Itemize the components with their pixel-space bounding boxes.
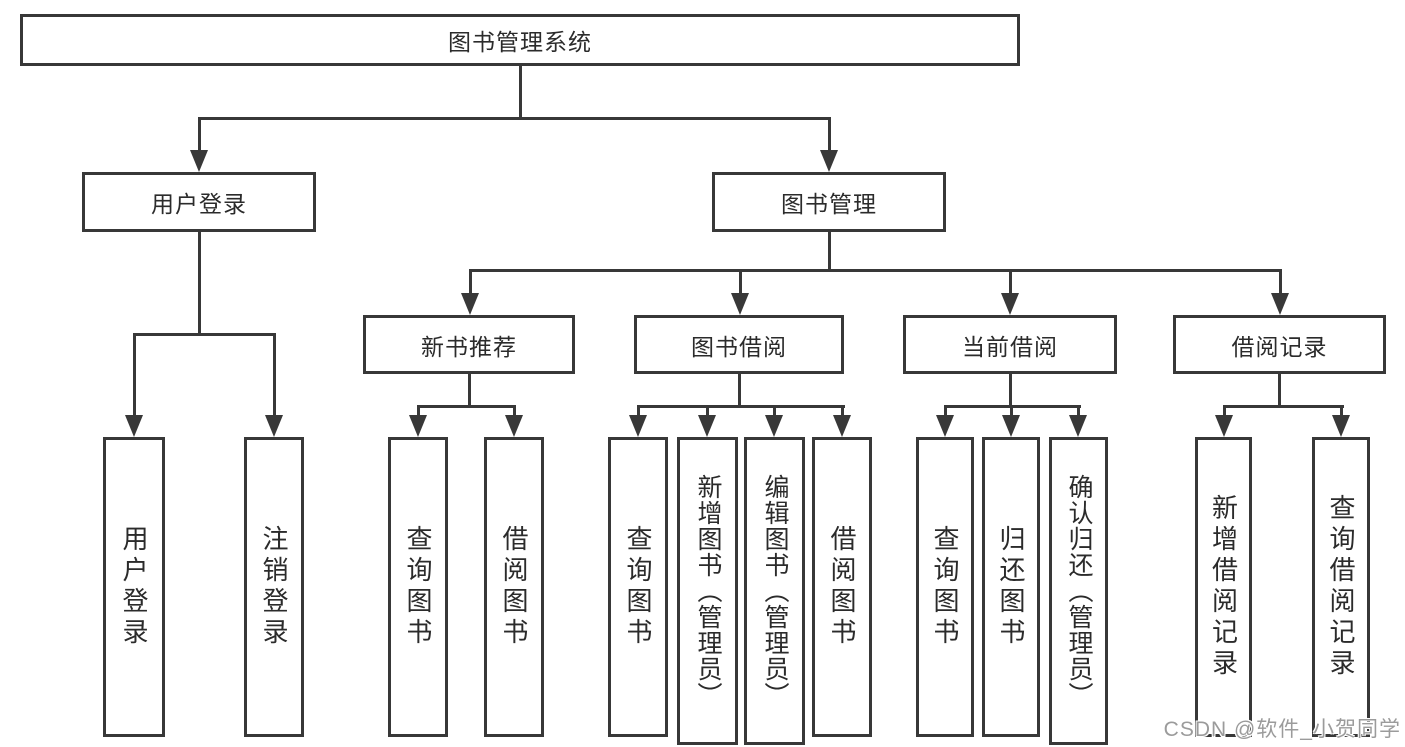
connector-drop [417, 405, 420, 417]
connector-drop [1340, 405, 1343, 417]
arrow-down-icon [698, 415, 716, 437]
leaf-borrow-edit-books-admin: 编辑图书（管理员） [744, 437, 805, 745]
leaf-borrow-borrow-books: 借阅图书 [812, 437, 872, 737]
connector-root-rail [198, 117, 831, 120]
connector-drop [944, 405, 947, 417]
leaf-current-confirm-return-admin: 确认归还（管理员） [1049, 437, 1108, 745]
node-new-book-label: 新书推荐 [421, 333, 517, 360]
connector-drop [706, 405, 709, 417]
connector-drop-leaf-user-login [133, 333, 136, 417]
connector-current-borrow-stem [1009, 374, 1012, 407]
arrow-down-icon [1002, 415, 1020, 437]
watermark: CSDN @软件_小贺同学 [1163, 718, 1401, 741]
connector-book-mgmt-stem [828, 232, 831, 271]
leaf-current-return-books: 归还图书 [982, 437, 1040, 737]
arrow-down-icon [190, 150, 208, 172]
arrow-down-icon [1215, 415, 1233, 437]
node-root: 图书管理系统 [20, 14, 1020, 66]
arrow-down-icon [461, 293, 479, 315]
leaf-user-login-label: 用户登录 [119, 525, 149, 649]
connector-drop-book-borrow [739, 269, 742, 295]
arrow-down-icon [936, 415, 954, 437]
node-user-login-label: 用户登录 [151, 191, 247, 217]
node-book-management-label: 图书管理 [781, 191, 877, 217]
connector-new-book-stem [468, 374, 471, 407]
leaf-newbook-borrow-books-label: 借阅图书 [499, 525, 529, 649]
leaf-borrow-query-books-label: 查询图书 [623, 525, 653, 649]
node-book-borrow-label: 图书借阅 [691, 333, 787, 360]
connector-drop [1010, 405, 1013, 417]
leaf-current-confirm-return-admin-label: 确认归还（管理员） [1065, 474, 1093, 708]
arrow-down-icon [629, 415, 647, 437]
leaf-current-query-books: 查询图书 [916, 437, 974, 737]
connector-user-login-rail [133, 333, 276, 336]
leaf-newbook-query-books-label: 查询图书 [403, 525, 433, 649]
connector-drop [1223, 405, 1226, 417]
connector-borrow-records-stem [1278, 374, 1281, 407]
arrow-down-icon [820, 150, 838, 172]
node-root-label: 图书管理系统 [448, 29, 592, 55]
leaf-records-add-record-label: 新增借阅记录 [1208, 494, 1239, 680]
node-user-login: 用户登录 [82, 172, 316, 232]
leaf-borrow-edit-books-admin-label: 编辑图书（管理员） [761, 474, 789, 708]
arrow-down-icon [265, 415, 283, 437]
leaf-records-add-record: 新增借阅记录 [1195, 437, 1252, 737]
leaf-records-query-record: 查询借阅记录 [1312, 437, 1370, 737]
connector-drop [773, 405, 776, 417]
connector-book-mgmt-rail [469, 269, 1282, 272]
leaf-newbook-query-books: 查询图书 [388, 437, 448, 737]
connector-user-login-stem [198, 232, 201, 335]
connector-drop [841, 405, 844, 417]
arrow-down-icon [1001, 293, 1019, 315]
connector-book-borrow-rail [637, 405, 845, 408]
node-borrow-records-label: 借阅记录 [1231, 333, 1328, 360]
arrow-down-icon [833, 415, 851, 437]
connector-drop-user-login [198, 117, 201, 152]
connector-drop [637, 405, 640, 417]
arrow-down-icon [765, 415, 783, 437]
leaf-current-query-books-label: 查询图书 [930, 525, 960, 649]
connector-drop-book-mgmt [828, 117, 831, 152]
leaf-borrow-query-books: 查询图书 [608, 437, 668, 737]
connector-drop-leaf-logout [273, 333, 276, 417]
node-book-management: 图书管理 [712, 172, 946, 232]
connector-book-borrow-stem [738, 374, 741, 407]
connector-borrow-records-rail [1223, 405, 1344, 408]
leaf-logout-login-label: 注销登录 [259, 525, 289, 649]
node-book-borrowing: 图书借阅 [634, 315, 844, 374]
connector-root-stem [519, 66, 522, 119]
leaf-borrow-add-books-admin-label: 新增图书（管理员） [694, 474, 722, 708]
node-current-borrow-label: 当前借阅 [962, 333, 1058, 360]
leaf-current-return-books-label: 归还图书 [996, 525, 1026, 649]
arrow-down-icon [125, 415, 143, 437]
connector-drop-current-borrow [1009, 269, 1012, 295]
node-borrowing-records: 借阅记录 [1173, 315, 1386, 374]
leaf-borrow-add-books-admin: 新增图书（管理员） [677, 437, 738, 745]
leaf-records-query-record-label: 查询借阅记录 [1326, 494, 1356, 680]
leaf-user-login: 用户登录 [103, 437, 165, 737]
connector-drop-borrow-records [1279, 269, 1282, 295]
arrow-down-icon [1332, 415, 1350, 437]
leaf-borrow-borrow-books-label: 借阅图书 [827, 525, 857, 649]
node-current-borrowing: 当前借阅 [903, 315, 1117, 374]
connector-drop [1077, 405, 1080, 417]
connector-drop [513, 405, 516, 417]
connector-drop-new-book [469, 269, 472, 295]
arrow-down-icon [731, 293, 749, 315]
leaf-logout-login: 注销登录 [244, 437, 304, 737]
arrow-down-icon [505, 415, 523, 437]
node-new-book-recommendation: 新书推荐 [363, 315, 575, 374]
leaf-newbook-borrow-books: 借阅图书 [484, 437, 544, 737]
arrow-down-icon [1069, 415, 1087, 437]
connector-new-book-rail [417, 405, 516, 408]
arrow-down-icon [409, 415, 427, 437]
arrow-down-icon [1271, 293, 1289, 315]
